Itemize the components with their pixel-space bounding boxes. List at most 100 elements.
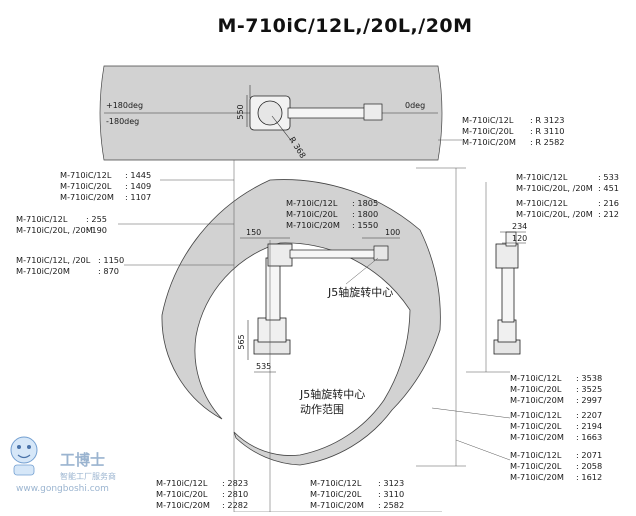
svg-text:: 216: : 216: [598, 198, 619, 208]
svg-text:M-710iC/20M: M-710iC/20M: [310, 500, 364, 510]
svg-text:: 255: : 255: [86, 214, 107, 224]
svg-text:: 2582: : 2582: [378, 500, 404, 510]
dim-120: 120: [512, 234, 527, 243]
r368-line: [271, 115, 294, 144]
svg-text:: 2282: : 2282: [222, 500, 248, 510]
svg-text:: 1445: : 1445: [125, 170, 151, 180]
svg-text:M-710iC/20M: M-710iC/20M: [156, 500, 210, 510]
svg-text:: 870: : 870: [98, 266, 119, 276]
j5-center-label: J5轴旋转中心: [327, 285, 393, 299]
svg-text:M-710iC/20L, /20M: M-710iC/20L, /20M: [516, 183, 593, 193]
svg-text:M-710iC/12L: M-710iC/12L: [510, 450, 562, 460]
svg-text:M-710iC/20L: M-710iC/20L: [310, 489, 362, 499]
svg-text:: 3538: : 3538: [576, 373, 602, 383]
svg-text:: 2071: : 2071: [576, 450, 602, 460]
svg-text:M-710iC/20L: M-710iC/20L: [60, 181, 112, 191]
svg-text:M-710iC/12L: M-710iC/12L: [156, 478, 208, 488]
svg-text:: 2823: : 2823: [222, 478, 248, 488]
svg-text:: 1663: : 1663: [576, 432, 602, 442]
right-group-b: M-710iC/12L : 216 M-710iC/20L, /20M : 21…: [516, 198, 619, 219]
svg-text:M-710iC/20L, /20M: M-710iC/20L, /20M: [16, 225, 93, 235]
svg-text:: 3525: : 3525: [576, 384, 602, 394]
svg-text:: 3110: : 3110: [378, 489, 404, 499]
svg-text:: 2810: : 2810: [222, 489, 248, 499]
angle-0: 0deg: [405, 101, 425, 110]
svg-text:M-710iC/20L: M-710iC/20L: [510, 461, 562, 471]
svg-text:M-710iC/20L: M-710iC/20L: [156, 489, 208, 499]
svg-text:: 3123: : 3123: [378, 478, 404, 488]
dim-565: 565: [237, 334, 246, 349]
svg-text:: 1805: : 1805: [352, 198, 378, 208]
right-group-d-leader: [431, 407, 511, 419]
robot-front-view: [493, 231, 521, 355]
svg-text:: 1550: : 1550: [352, 220, 378, 230]
svg-text:: 451: : 451: [598, 183, 619, 193]
svg-text:M-710iC/20M: M-710iC/20M: [510, 472, 564, 482]
svg-text:: 190: : 190: [86, 225, 107, 235]
robot-top-view: [249, 85, 383, 131]
dim-150: 150: [246, 228, 261, 237]
right-group-a: M-710iC/12L : 533 M-710iC/20L, /20M : 45…: [516, 172, 619, 193]
svg-text:: R 3110: : R 3110: [530, 126, 565, 136]
svg-text:M-710iC/12L: M-710iC/12L: [510, 373, 562, 383]
svg-text:: 2207: : 2207: [576, 410, 602, 420]
svg-text:M-710iC/20M: M-710iC/20M: [60, 192, 114, 202]
svg-text:M-710iC/20M: M-710iC/20M: [286, 220, 340, 230]
right-group-e-leader: [455, 439, 511, 461]
svg-text:: R 3123: : R 3123: [530, 115, 565, 125]
dim-535: 535: [256, 362, 271, 371]
svg-text:M-710iC/12L: M-710iC/12L: [516, 172, 568, 182]
page-title: M-710iC/12L,/20L,/20M: [217, 15, 472, 37]
dim-234: 234: [512, 222, 527, 231]
dim-100: 100: [385, 228, 400, 237]
left-group-1: M-710iC/12L : 1445 M-710iC/20L : 1409 M-…: [60, 170, 151, 202]
svg-text:M-710iC/20L: M-710iC/20L: [462, 126, 514, 136]
svg-text:: 1612: : 1612: [576, 472, 602, 482]
svg-text:: 212: : 212: [598, 209, 619, 219]
svg-text:M-710iC/20L, /20M: M-710iC/20L, /20M: [516, 209, 593, 219]
dim-550: 550: [236, 104, 245, 119]
svg-text:: 1409: : 1409: [125, 181, 151, 191]
watermark-logo: 工博士 智能工厂服务商 www.gongboshi.com: [10, 436, 116, 494]
svg-text:: 1150: : 1150: [98, 255, 124, 265]
j5-range-label-1: J5轴旋转中心: [299, 387, 365, 401]
svg-text:M-710iC/12L: M-710iC/12L: [510, 410, 562, 420]
right-group-c: M-710iC/12L : 3538 M-710iC/20L : 3525 M-…: [510, 373, 602, 405]
angle-minus-180: -180deg: [106, 117, 139, 126]
svg-text:M-710iC/20L: M-710iC/20L: [510, 421, 562, 431]
svg-text:: 1107: : 1107: [125, 192, 151, 202]
j5-center-leader: [345, 257, 379, 285]
svg-text:: R 2582: : R 2582: [530, 137, 565, 147]
svg-text:M-710iC/12L: M-710iC/12L: [286, 198, 338, 208]
svg-text:: 533: : 533: [598, 172, 619, 182]
j5-range-label-2: 动作范围: [300, 402, 344, 416]
svg-text:M-710iC/12L: M-710iC/12L: [16, 214, 68, 224]
right-group-d: M-710iC/12L : 2207 M-710iC/20L : 2194 M-…: [510, 410, 602, 442]
svg-text:M-710iC/20M: M-710iC/20M: [16, 266, 70, 276]
bottom-right-group: M-710iC/12L : 3123 M-710iC/20L : 3110 M-…: [310, 478, 404, 510]
left-group-3: M-710iC/12L, /20L : 1150 M-710iC/20M : 8…: [16, 255, 124, 276]
robot-side-view: [253, 243, 389, 355]
angle-plus-180: +180deg: [106, 101, 143, 110]
svg-text:M-710iC/12L: M-710iC/12L: [462, 115, 514, 125]
svg-text:M-710iC/20M: M-710iC/20M: [510, 395, 564, 405]
svg-text:: 2194: : 2194: [576, 421, 602, 431]
svg-text:M-710iC/12L, /20L: M-710iC/12L, /20L: [16, 255, 91, 265]
arm-length-table: M-710iC/12L : 1805 M-710iC/20L : 1800 M-…: [286, 198, 378, 230]
svg-text:M-710iC/20L: M-710iC/20L: [286, 209, 338, 219]
svg-text:M-710iC/20M: M-710iC/20M: [510, 432, 564, 442]
svg-text:M-710iC/12L: M-710iC/12L: [516, 198, 568, 208]
watermark-name: 工博士: [60, 451, 105, 469]
watermark-sub: 智能工厂服务商: [60, 471, 116, 481]
svg-text:: 2058: : 2058: [576, 461, 602, 471]
right-group-e: M-710iC/12L : 2071 M-710iC/20L : 2058 M-…: [510, 450, 602, 482]
svg-text:: 2997: : 2997: [576, 395, 602, 405]
svg-text:M-710iC/12L: M-710iC/12L: [60, 170, 112, 180]
svg-text:M-710iC/12L: M-710iC/12L: [310, 478, 362, 488]
svg-text:: 1800: : 1800: [352, 209, 378, 219]
bottom-left-group: M-710iC/12L : 2823 M-710iC/20L : 2810 M-…: [156, 478, 248, 510]
svg-text:M-710iC/20L: M-710iC/20L: [510, 384, 562, 394]
left-group-2: M-710iC/12L : 255 M-710iC/20L, /20M : 19…: [16, 214, 107, 235]
watermark-url: www.gongboshi.com: [16, 484, 109, 494]
